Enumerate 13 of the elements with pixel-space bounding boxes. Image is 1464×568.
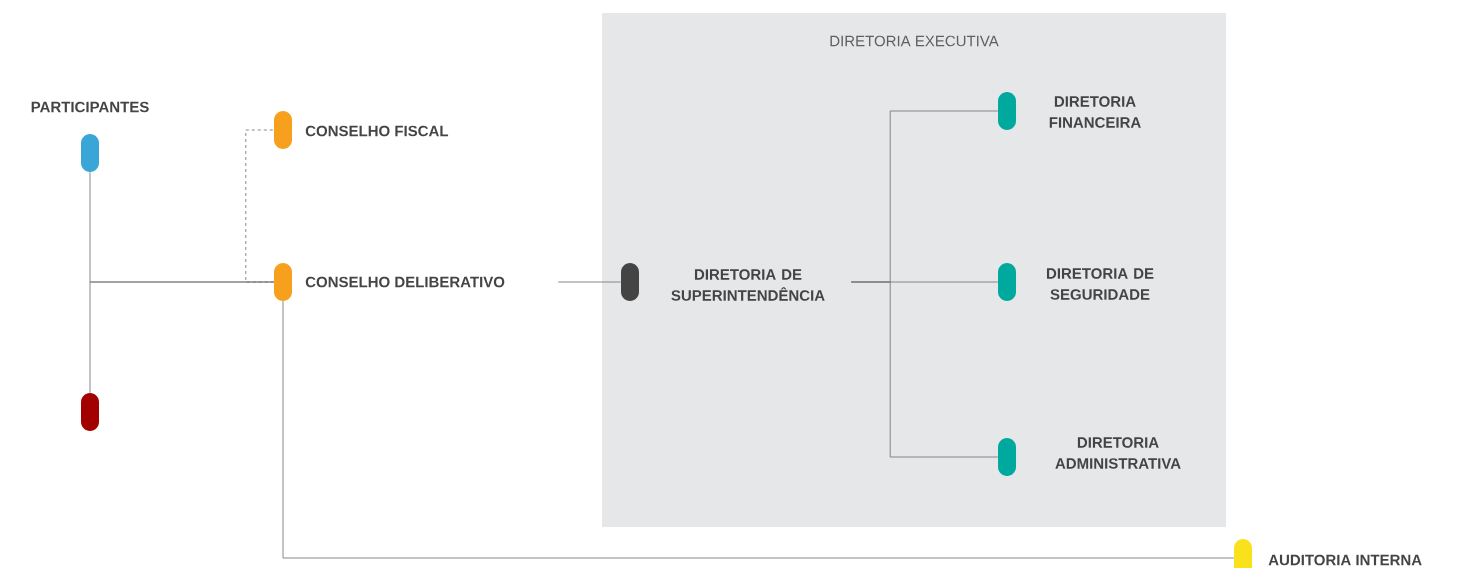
unit-label: CONSELHO FISCAL [305, 125, 449, 137]
connector-line [850, 281, 999, 458]
unit-label: DIRETORIA DE SEGURIDADE [1047, 268, 1154, 300]
connector-line [282, 300, 1235, 559]
unit-label: PARTICIPANTES [31, 101, 149, 113]
unit-label: DIRETORIA FINANCEIRA [1049, 96, 1141, 128]
unit-label: AUDITORIA INTERNA [1268, 554, 1422, 566]
connector-line [245, 129, 275, 283]
unit-label: CONSELHO DELIBERATIVO [305, 276, 505, 288]
unit-label: DIRETORIA DE SUPERINTENDÊNCIA [671, 269, 825, 301]
connector-line [557, 281, 622, 283]
unit-label: DIRETORIA ADMINISTRATIVA [1055, 437, 1181, 469]
pill-marker [81, 393, 99, 431]
